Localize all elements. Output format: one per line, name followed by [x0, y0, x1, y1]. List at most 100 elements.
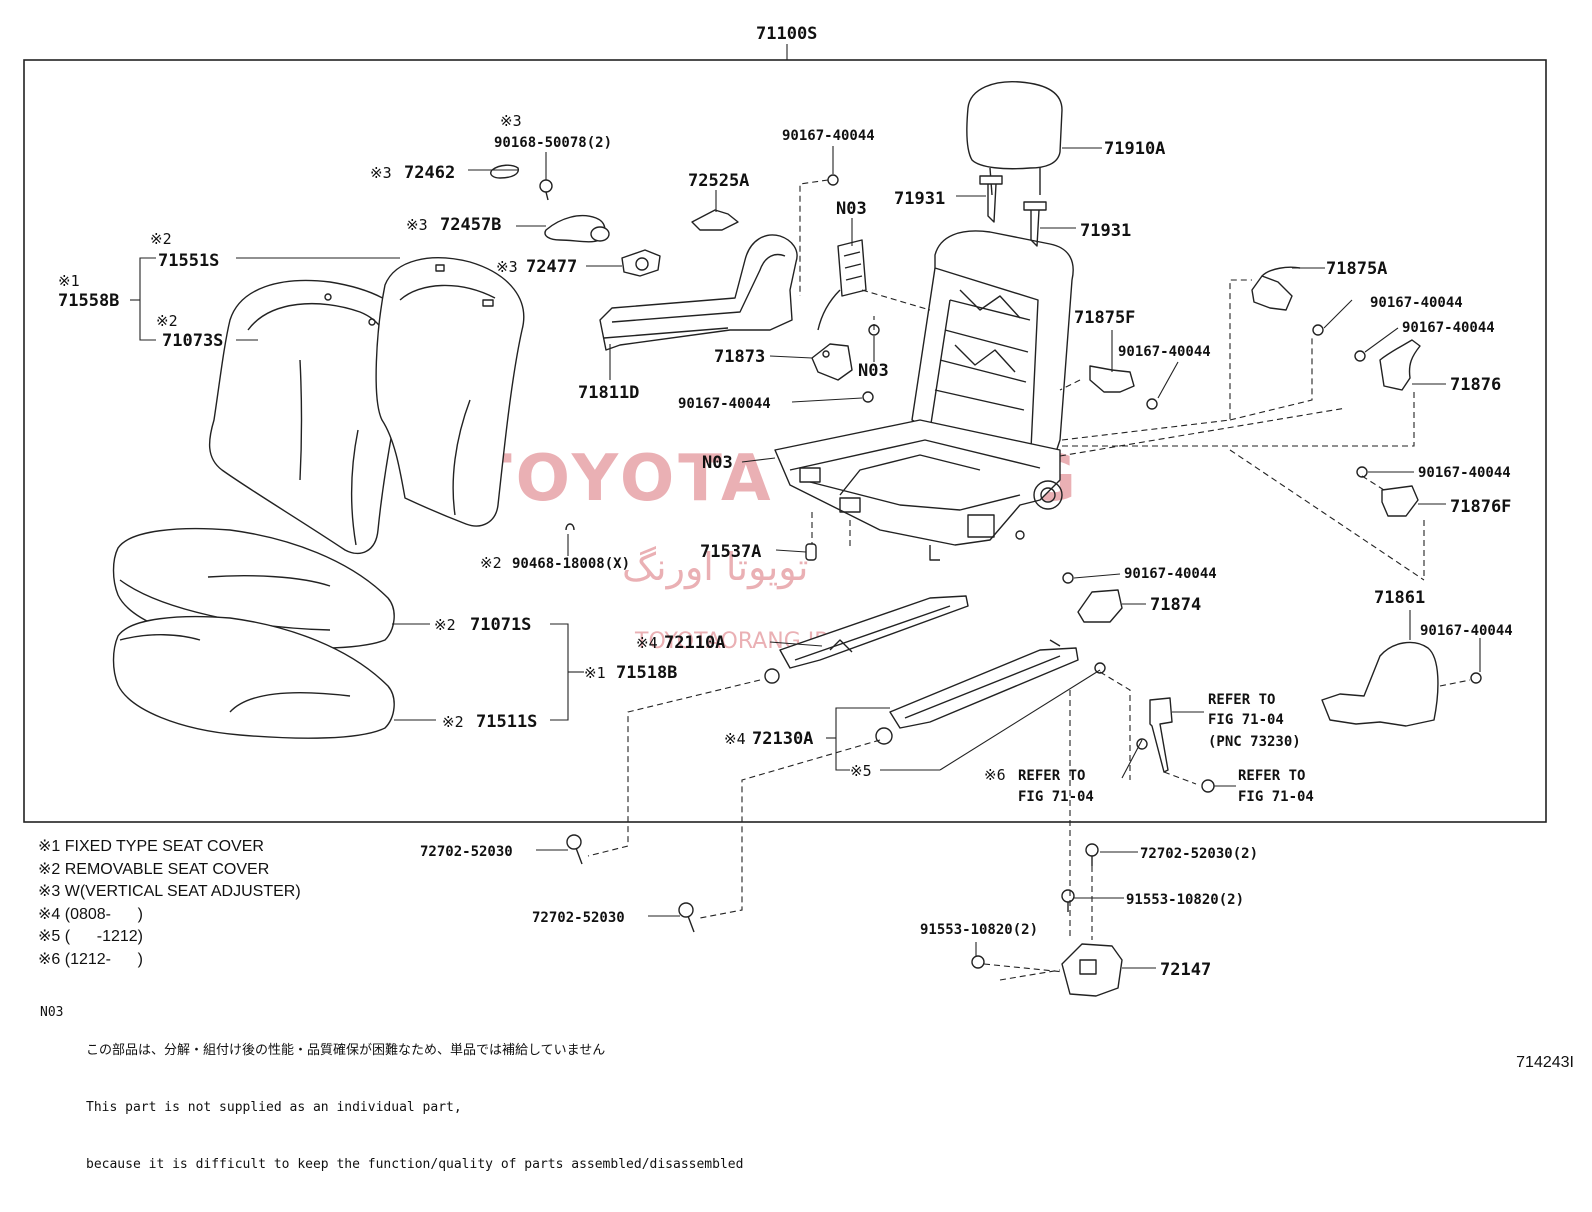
- bolt-90167-c: [1146, 398, 1158, 410]
- knob-72462: [490, 164, 519, 179]
- label-71876F: 71876F: [1450, 497, 1511, 517]
- footnote-jp: この部品は、分解・組付け後の性能・品質確保が困難なため、単品では補給していません: [86, 1043, 606, 1058]
- mark-1-b: ※1: [584, 664, 606, 682]
- bolts: [539, 174, 1482, 969]
- label-72130A: 72130A: [752, 729, 813, 749]
- mark-3-b: ※3: [370, 164, 392, 182]
- mark-1-a: ※1: [58, 272, 80, 290]
- bolt-90167-d: [1312, 324, 1324, 336]
- mark-2-a: ※2: [150, 230, 172, 248]
- mark-6: ※6: [984, 766, 1006, 784]
- label-72457B: 72457B: [440, 215, 501, 235]
- label-72477: 72477: [526, 257, 577, 277]
- label-71874: 71874: [1150, 595, 1201, 615]
- label-90168: 90168-50078(2): [494, 135, 612, 151]
- cover-71876: [1379, 339, 1421, 391]
- bolt-refer-2: [1201, 779, 1215, 793]
- refer-1-line-2: FIG 71-04: [1208, 712, 1284, 728]
- label-n03-a: N03: [836, 199, 867, 219]
- notes-legend: ※1 FIXED TYPE SEAT COVER ※2 REMOVABLE SE…: [38, 836, 301, 971]
- label-72525A: 72525A: [688, 171, 749, 191]
- mark-2-b: ※2: [156, 312, 178, 330]
- bracket-72147: [1061, 943, 1123, 997]
- label-90167-d: 90167-40044: [1370, 295, 1463, 311]
- mark-4-a: ※4: [636, 634, 658, 652]
- label-71551S: 71551S: [158, 251, 219, 271]
- refer-2-line-2: FIG 71-04: [1018, 789, 1094, 805]
- dashed-lines: [587, 179, 1471, 981]
- bolt-90167-f: [1356, 466, 1368, 478]
- label-72462: 72462: [404, 163, 455, 183]
- seat-parts-diagram: TOYOTA ORANG تویوتا اورنگ TOYOTAORANG.IR…: [23, 24, 1547, 997]
- footnote-en-1: This part is not supplied as an individu…: [86, 1100, 462, 1115]
- label-91553-b: 91553-10820(2): [920, 922, 1038, 938]
- label-90167-a: 90167-40044: [782, 128, 875, 144]
- label-71073S: 71073S: [162, 331, 223, 351]
- bracket-71875A: [1251, 266, 1301, 311]
- bolt-90167-e: [1354, 350, 1366, 362]
- label-n03-c: N03: [702, 453, 733, 473]
- label-90167-f: 90167-40044: [1418, 465, 1511, 481]
- cover-71861: [1321, 641, 1439, 727]
- label-71861: 71861: [1374, 588, 1425, 608]
- footnote-code: N03: [40, 1005, 64, 1020]
- seat-frame: [774, 230, 1074, 561]
- seat-cushion-cover-71511S: [112, 615, 395, 739]
- mark-5: ※5: [850, 762, 872, 780]
- label-71511S: 71511S: [476, 712, 537, 732]
- mark-2-e: ※2: [442, 713, 464, 731]
- refer-3-line-1: REFER TO: [1238, 768, 1305, 784]
- nut-refer-1: [1136, 738, 1148, 750]
- figure-number: 714243I: [1516, 1054, 1574, 1071]
- headrest-support-71931-left: [979, 175, 1003, 223]
- bolt-72702-b: [678, 902, 695, 933]
- label-71811D: 71811D: [578, 383, 639, 403]
- refer-2-line-1: REFER TO: [1018, 768, 1085, 784]
- label-72147: 72147: [1160, 960, 1211, 980]
- bolt-91553-a: [1061, 889, 1075, 912]
- label-71875A: 71875A: [1326, 259, 1387, 279]
- label-71518B: 71518B: [616, 663, 677, 683]
- headrest-support-71931-right: [1023, 201, 1047, 247]
- bracket-71873: [811, 343, 853, 381]
- note-6: ※6 (1212- ): [38, 950, 143, 968]
- side-shield-71811D: [599, 234, 798, 351]
- label-90167-b: 90167-40044: [678, 396, 771, 412]
- seat-back-cover-71551S: [375, 257, 525, 527]
- bolt-90167-g: [1062, 572, 1074, 584]
- seat-track-72130A: [875, 639, 1106, 745]
- label-71931-a: 71931: [894, 189, 945, 209]
- label-91553-a: 91553-10820(2): [1126, 892, 1244, 908]
- footnote-text: この部品は、分解・組付け後の性能・品質確保が困難なため、単品では補給していません…: [86, 1003, 743, 1212]
- label-71910A: 71910A: [1104, 139, 1165, 159]
- label-71875F: 71875F: [1074, 308, 1135, 328]
- note-5: ※5 ( -1212): [38, 928, 143, 945]
- label-71537A: 71537A: [700, 542, 761, 562]
- mark-3-c: ※3: [406, 216, 428, 234]
- label-90167-c: 90167-40044: [1118, 344, 1211, 360]
- label-71873: 71873: [714, 347, 765, 367]
- bolt-90168: [539, 179, 553, 201]
- note-2: ※2 REMOVABLE SEAT COVER: [38, 860, 270, 878]
- cover-72477: [621, 249, 661, 277]
- mark-4-b: ※4: [724, 730, 746, 748]
- mark-2-c: ※2: [480, 554, 502, 572]
- mark-2-d: ※2: [434, 616, 456, 634]
- label-71931-b: 71931: [1080, 221, 1131, 241]
- leader-lines: [130, 146, 1481, 969]
- label-72110A: 72110A: [664, 633, 725, 653]
- footnote-en-2: because it is difficult to keep the func…: [86, 1157, 744, 1172]
- label-90167-h: 90167-40044: [1420, 623, 1513, 639]
- note-4: ※4 (0808- ): [38, 905, 143, 923]
- assembly-number: 71100S: [756, 24, 817, 44]
- assembly-frame: [23, 59, 1547, 823]
- note-3: ※3 W(VERTICAL SEAT ADJUSTER): [38, 883, 301, 900]
- bracket-71875F: [1089, 365, 1135, 393]
- label-72702-b: 72702-52030: [532, 910, 625, 926]
- label-72702-a: 72702-52030: [420, 844, 513, 860]
- watermark-persian: تویوتا اورنگ: [622, 545, 809, 590]
- refer-1-line-1: REFER TO: [1208, 692, 1275, 708]
- part-labels: 71910A 71931 71931 71875A 90167-40044 90…: [58, 112, 1513, 980]
- note-1: ※1 FIXED TYPE SEAT COVER: [38, 838, 264, 855]
- label-90167-g: 90167-40044: [1124, 566, 1217, 582]
